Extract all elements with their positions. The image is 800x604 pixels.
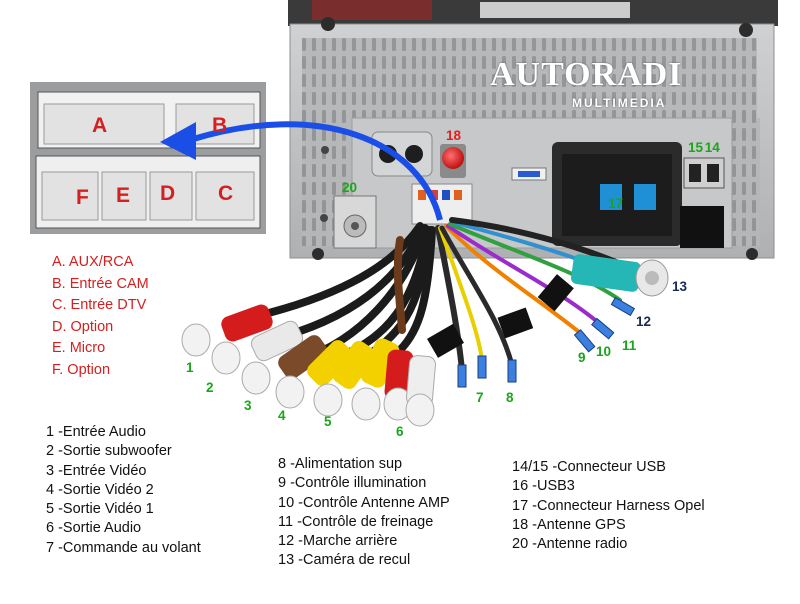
legend-e: E. Micro <box>52 340 106 356</box>
cable-label-4: 4 <box>278 408 286 423</box>
vent-top <box>302 38 757 118</box>
legend-item: 4 -Sortie Vidéo 2 <box>46 481 154 498</box>
cable-label-12: 12 <box>636 314 652 329</box>
brand-logo: AUTORADI <box>490 56 683 93</box>
cable-label-8: 8 <box>506 390 514 405</box>
brand-logo-sub: MULTIMEDIA <box>572 96 667 110</box>
unit-block <box>680 206 724 248</box>
legend-item: 14/15 -Connecteur USB <box>512 459 666 475</box>
unit-sticker <box>312 0 432 20</box>
cable-label-6: 6 <box>396 424 404 439</box>
vent-right <box>728 118 760 246</box>
legend-item: 16 -USB3 <box>512 478 575 495</box>
gps-antenna-port <box>442 147 464 169</box>
mount-hole <box>321 17 335 31</box>
label-15-14: 15 14 <box>688 140 720 155</box>
pointer-arrow-head <box>160 122 196 160</box>
connector-letter-d: D <box>160 182 176 205</box>
legend-item: 10 -Contrôle Antenne AMP <box>278 494 450 511</box>
mount-hole <box>739 23 753 37</box>
cable-label-2: 2 <box>206 380 214 395</box>
label-17: 17 <box>608 196 624 211</box>
camera-connector <box>571 254 669 297</box>
cable-label-10: 10 <box>596 344 612 359</box>
connector-letter-e: E <box>116 184 131 207</box>
usb-port <box>707 164 719 182</box>
connector-photo <box>30 82 266 234</box>
legend-f: F. Option <box>52 361 111 378</box>
cable-label-11: 11 <box>622 338 637 353</box>
cable-label-7: 7 <box>476 390 484 405</box>
legend-item: 18 -Antenne GPS <box>512 516 626 533</box>
legend-item: 20 -Antenne radio <box>512 536 628 553</box>
connector-letter-b: B <box>212 114 228 137</box>
legend-b: B. Entrée CAM <box>52 275 149 292</box>
legend-item: 3 -Entrée Vidéo <box>46 462 147 479</box>
unit-sticker-2 <box>480 2 630 18</box>
legend-column-2: 8 -Alimentation sup 9 -Contrôle illumina… <box>278 455 450 571</box>
legend-item: 13 -Caméra de recul <box>278 552 411 569</box>
legend-item: 8 -Alimentation sup <box>278 456 403 472</box>
cable-label-3: 3 <box>244 398 252 413</box>
label-18: 18 <box>446 128 462 143</box>
label-20: 20 <box>342 180 358 195</box>
legend-item: 12 -Marche arrière <box>278 533 398 550</box>
legend-a: A. AUX/RCA <box>52 254 134 270</box>
screw <box>320 214 328 222</box>
pointer-arrow <box>189 121 443 221</box>
cable-label-1: 1 <box>186 360 194 375</box>
legend-item: 11 -Contrôle de freinage <box>278 513 434 530</box>
harness-blue-block <box>600 184 622 210</box>
screw <box>321 146 329 154</box>
connector-letter-f: F <box>76 186 89 209</box>
legend-item: 5 -Sortie Vidéo 1 <box>46 501 154 518</box>
cable-label-13: 13 <box>672 279 688 294</box>
mount-hole <box>746 248 758 260</box>
radio-antenna-pin <box>351 222 359 230</box>
harness-blue-block <box>634 184 656 210</box>
cable-label-9: 9 <box>578 350 586 365</box>
cable-label-5: 5 <box>324 414 332 429</box>
rca-plugs <box>181 304 436 427</box>
small-port-pins <box>518 171 540 177</box>
round-port <box>405 145 423 163</box>
legend-column-3: 14/15 -Connecteur USB 16 -USB3 17 -Conne… <box>512 458 705 554</box>
head-unit <box>288 0 778 260</box>
legend-item: 1 -Entrée Audio <box>46 424 146 440</box>
legend-item: 17 -Connecteur Harness Opel <box>512 497 705 514</box>
usb-port <box>689 164 701 182</box>
connector-letter-a: A <box>92 114 108 137</box>
connector-letter-c: C <box>218 182 234 205</box>
legend-item: 7 -Commande au volant <box>46 539 201 556</box>
legend-column-1: 1 -Entrée Audio 2 -Sortie subwoofer 3 -E… <box>46 423 201 558</box>
legend-item: 2 -Sortie subwoofer <box>46 443 172 460</box>
legend-d: D. Option <box>52 318 114 335</box>
legend-item: 9 -Contrôle illumination <box>278 475 427 492</box>
connector-legend: A. AUX/RCA B. Entrée CAM C. Entrée DTV D… <box>52 252 149 381</box>
port-block <box>371 131 433 177</box>
legend-item: 6 -Sortie Audio <box>46 520 142 537</box>
legend-c: C. Entrée DTV <box>52 297 147 313</box>
mount-hole <box>312 248 324 260</box>
